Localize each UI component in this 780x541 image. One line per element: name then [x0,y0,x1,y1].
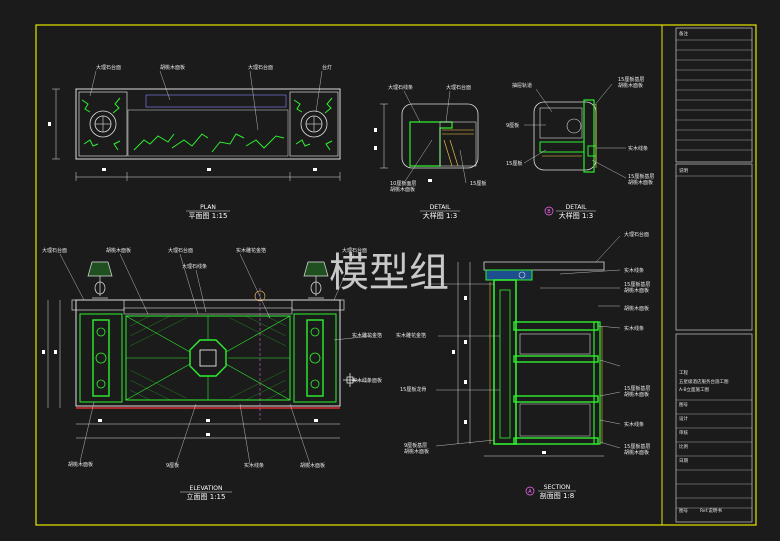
detail-1-label-3: 10厘板面层 [390,180,416,187]
section-label-14: 15厘板基层 [624,443,650,450]
detail-2-marker-text: B [547,209,551,215]
plan-label-2: 胡桃木面板 [160,64,185,71]
detail-1-label-4: 胡桃木面板 [390,186,415,193]
elevation-caption-en: ELEVATION [190,485,223,492]
title-block-row-9: 比例 [679,443,688,450]
detail-2-marker [544,206,554,216]
elevation-label-4: 实木雕花金箔 [236,247,266,254]
detail-2-label-8: 胡桃木面板 [628,179,653,186]
elevation-label-9: 胡桃木面板 [68,461,93,468]
section-label-4: 胡桃木面板 [624,287,649,294]
detail-2-label-7: 15厘板基层 [628,173,654,180]
detail-2-caption-cn: 大样图 1:3 [559,211,594,220]
section-marker-text: A [528,489,532,495]
section-caption-cn: 剖面图 1:8 [540,491,575,500]
detail-2-label-2: 9厘板 [506,122,519,129]
detail-1-label-1: 大理石线条 [388,84,413,91]
plan-label-4: 台灯 [322,64,332,71]
title-block-row-5: A-B立面施工图 [679,386,710,393]
title-block-row-7: 设计 [679,415,688,422]
detail-2-view: 抽屉轨道 9厘板 15厘板 15厘板基层 胡桃木面板 实木线条 15厘板基层 胡… [506,76,654,220]
detail-1-label-5: 15厘板 [470,180,486,187]
section-label-6: 实木线条 [624,325,644,332]
elevation-label-7: 实木雕花金箔 [352,332,382,339]
section-label-1: 大理石台面 [624,231,649,238]
detail-2-caption-en: DETAIL [566,204,587,211]
watermark-text: 模型组 [329,250,449,296]
sheet-border [35,24,757,526]
section-label-10: 胡桃木面板 [624,391,649,398]
detail-1-caption-cn: 大样图 1:3 [423,211,458,220]
section-label-12: 9厘板基层 [404,442,427,449]
elevation-label-11: 实木线条 [244,462,264,469]
section-marker [525,486,535,496]
elevation-caption-cn: 立面图 1:15 [187,492,226,501]
section-label-3: 15厘板基层 [624,281,650,288]
detail-1-caption-en: DETAIL [430,204,451,211]
detail-2-label-3: 15厘板 [506,160,522,167]
elevation-label-5: 大理石线条 [182,263,207,270]
section-label-13: 胡桃木面板 [404,448,429,455]
elevation-label-12: 胡桃木面板 [300,462,325,469]
title-block-row-1: 备注 [679,30,688,37]
elevation-label-2: 胡桃木面板 [106,247,131,254]
section-label-8: 15厘板龙骨 [400,386,426,393]
plan-view: 大理石台面 胡桃木面板 大理石台面 台灯 PLAN 平面图 1:15 [48,64,341,220]
section-label-5: 胡桃木面板 [624,305,649,312]
section-label-9: 15厘板基层 [624,385,650,392]
title-block: 备注 说明 工程 五星级酒店服务台施工图 A-B立面施工图 图号 设计 审核 比… [675,27,753,523]
plan-label-3: 大理石台面 [248,64,273,71]
elevation-label-1: 大理石台面 [42,247,67,254]
elevation-label-10: 9厘板 [166,462,179,469]
plan-label-1: 大理石台面 [96,64,121,71]
title-block-row-10: 日期 [679,458,688,464]
elevation-label-3: 大理石台面 [168,247,193,254]
section-label-2: 实木线条 [624,267,644,274]
detail-1-view: 大理石线条 大理石台面 10厘板面层 胡桃木面板 15厘板 DETAIL 大样图… [374,84,486,220]
section-view: 大理石台面 实木线条 15厘板基层 胡桃木面板 胡桃木面板 实木线条 实木雕花金… [396,231,650,500]
title-block-row-12: Ref.说明书 [700,507,722,514]
detail-1-label-2: 大理石台面 [446,84,471,91]
elevation-view: 大理石台面 胡桃木面板 大理石台面 实木雕花金箔 大理石线条 大理石台面 实木雕… [42,247,382,501]
plan-caption-en: PLAN [200,204,216,211]
title-block-row-11: 图号 [679,508,688,514]
section-caption-en: SECTION [544,484,570,491]
detail-2-label-4: 15厘板基层 [618,76,644,83]
title-block-row-6: 图号 [679,402,688,408]
title-block-row-2: 说明 [679,167,688,174]
detail-2-label-1: 抽屉轨道 [512,82,532,89]
elevation-label-6: 大理石台面 [342,247,367,254]
title-block-row-8: 审核 [679,429,688,436]
detail-2-label-5: 胡桃木面板 [618,82,643,89]
title-block-row-3: 工程 [679,369,688,376]
detail-2-label-6: 实木线条 [628,145,648,152]
section-label-11: 实木线条 [624,421,644,428]
crosshair-cursor-icon [343,373,357,387]
title-block-row-4: 五星级酒店服务台施工图 [679,378,729,385]
elevation-label-8: 实木线条面板 [352,377,382,384]
plan-caption-cn: 平面图 1:15 [189,212,228,220]
section-label-7: 实木雕花金箔 [396,332,426,339]
section-label-15: 胡桃木面板 [624,449,649,456]
